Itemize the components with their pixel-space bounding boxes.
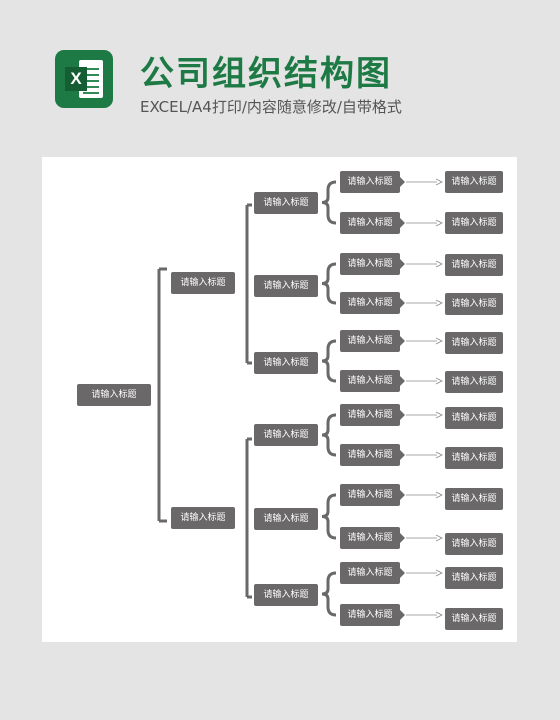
org-node-level3[interactable]: 请输入标题 — [340, 604, 405, 626]
org-node-level4[interactable]: 请输入标题 — [445, 447, 503, 469]
level2-brace-5 — [321, 493, 337, 540]
arrow-9-head — [435, 491, 443, 499]
org-node-level4[interactable]: 请输入标题 — [445, 293, 503, 315]
org-node-level4[interactable]: 请输入标题 — [445, 608, 503, 630]
org-node-level4[interactable]: 请输入标题 — [445, 332, 503, 354]
org-node-level3[interactable]: 请输入标题 — [340, 484, 405, 506]
org-node-level3[interactable]: 请输入标题 — [340, 253, 405, 275]
level2-brace-3 — [321, 339, 337, 383]
arrow-11-head — [435, 569, 443, 577]
org-node-level2[interactable]: 请输入标题 — [254, 275, 318, 297]
org-node-root[interactable]: 请输入标题 — [77, 384, 151, 406]
org-node-level3[interactable]: 请输入标题 — [340, 171, 405, 193]
arrow-8-head — [435, 451, 443, 459]
org-node-level4[interactable]: 请输入标题 — [445, 488, 503, 510]
org-node-level1[interactable]: 请输入标题 — [171, 507, 235, 529]
org-node-level4[interactable]: 请输入标题 — [445, 533, 503, 555]
header: X 公司组织结构图 EXCEL/A4打印/内容随意修改/自带格式 — [0, 0, 560, 150]
arrow-5-head — [435, 337, 443, 345]
arrow-1-head — [435, 178, 443, 186]
org-node-level3[interactable]: 请输入标题 — [340, 404, 405, 426]
org-chart-canvas: 请输入标题 请输入标题 请输入标题 请输入标题 请输入标题 请输入标题 请输入标… — [42, 157, 517, 642]
arrow-2-head — [435, 219, 443, 227]
org-node-level4[interactable]: 请输入标题 — [445, 407, 503, 429]
org-node-level2[interactable]: 请输入标题 — [254, 352, 318, 374]
level2-brace-6 — [321, 571, 337, 617]
org-node-level3[interactable]: 请输入标题 — [340, 370, 405, 392]
excel-x-letter: X — [65, 67, 87, 91]
arrow-4-head — [435, 299, 443, 307]
org-node-level4[interactable]: 请输入标题 — [445, 567, 503, 589]
org-node-level4[interactable]: 请输入标题 — [445, 212, 503, 234]
arrow-6-head — [435, 377, 443, 385]
org-node-level3[interactable]: 请输入标题 — [340, 212, 405, 234]
level2-brace-2 — [321, 262, 337, 305]
page-subtitle: EXCEL/A4打印/内容随意修改/自带格式 — [140, 98, 402, 116]
arrow-7-head — [435, 411, 443, 419]
excel-icon: X — [55, 50, 113, 108]
org-node-level3[interactable]: 请输入标题 — [340, 562, 405, 584]
level2-brace-4 — [321, 413, 337, 457]
org-node-level3[interactable]: 请输入标题 — [340, 444, 405, 466]
org-node-level1[interactable]: 请输入标题 — [171, 272, 235, 294]
org-node-level4[interactable]: 请输入标题 — [445, 254, 503, 276]
org-node-level2[interactable]: 请输入标题 — [254, 424, 318, 446]
org-node-level2[interactable]: 请输入标题 — [254, 584, 318, 606]
org-node-level3[interactable]: 请输入标题 — [340, 527, 405, 549]
page-title: 公司组织结构图 — [140, 54, 392, 94]
org-node-level4[interactable]: 请输入标题 — [445, 371, 503, 393]
org-node-level2[interactable]: 请输入标题 — [254, 508, 318, 530]
org-node-level3[interactable]: 请输入标题 — [340, 330, 405, 352]
org-node-level2[interactable]: 请输入标题 — [254, 192, 318, 214]
level2-brace-1 — [321, 180, 337, 225]
arrow-10-head — [435, 534, 443, 542]
org-node-level4[interactable]: 请输入标题 — [445, 171, 503, 193]
arrow-12-head — [435, 611, 443, 619]
connector-lines — [157, 178, 443, 619]
org-node-level3[interactable]: 请输入标题 — [340, 292, 405, 314]
arrow-3-head — [435, 260, 443, 268]
